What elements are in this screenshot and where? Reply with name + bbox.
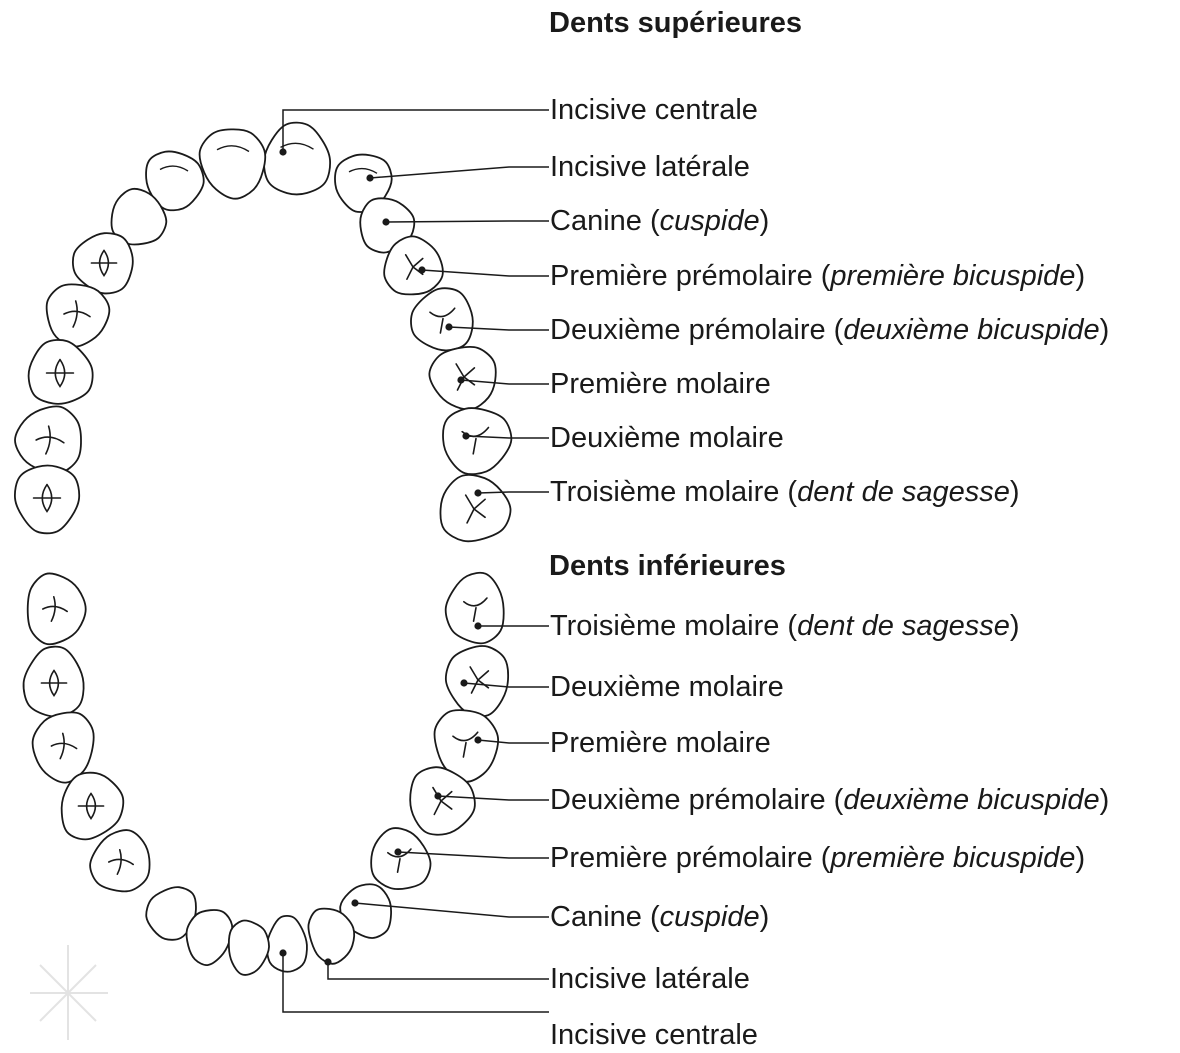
- upper-tooth-label: Incisive latérale: [550, 150, 750, 184]
- tooth: [28, 573, 86, 644]
- tooth: [443, 408, 511, 474]
- tooth-name: Deuxième molaire: [550, 422, 784, 454]
- tooth-alt-name: dent de sagesse: [797, 476, 1010, 508]
- lower-tooth-label: Deuxième molaire: [550, 670, 784, 704]
- tooth-name: Canine: [550, 901, 642, 933]
- lower-tooth-label: Incisive centrale: [550, 1018, 758, 1052]
- upper-leader-1: [366, 167, 549, 182]
- tooth-name: Incisive centrale: [550, 94, 758, 126]
- tooth-alt-name: cuspide: [660, 901, 760, 933]
- tooth: [267, 916, 307, 972]
- anchor-dot: [279, 949, 286, 956]
- sparkle-icon: [30, 945, 108, 1040]
- tooth-alt-name: deuxième bicuspide: [843, 314, 1099, 346]
- tooth: [371, 828, 430, 889]
- tooth: [200, 129, 266, 198]
- anchor-dot: [457, 376, 464, 383]
- tooth: [440, 475, 510, 541]
- lower-tooth-label: Canine (cuspide): [550, 900, 769, 934]
- upper-tooth-label: Canine (cuspide): [550, 204, 769, 238]
- tooth: [24, 647, 84, 717]
- tooth-alt-name: première bicuspide: [830, 842, 1075, 874]
- tooth: [446, 573, 504, 644]
- tooth: [15, 466, 79, 534]
- tooth: [446, 646, 508, 716]
- tooth-name: Deuxième prémolaire: [550, 314, 826, 346]
- tooth: [90, 830, 149, 891]
- anchor-dot: [474, 489, 481, 496]
- tooth-name: Première prémolaire: [550, 260, 813, 292]
- upper-tooth-label: Troisième molaire (dent de sagesse): [550, 475, 1020, 509]
- anchor-dot: [366, 174, 373, 181]
- tooth: [411, 288, 473, 350]
- anchor-dot: [434, 792, 441, 799]
- anchor-dot: [474, 622, 481, 629]
- tooth-name: Deuxième molaire: [550, 671, 784, 703]
- anchor-dot: [279, 148, 286, 155]
- upper-tooth-label: Incisive centrale: [550, 93, 758, 127]
- lower-tooth-label: Première molaire: [550, 726, 771, 760]
- tooth: [186, 910, 232, 965]
- tooth-name: Canine: [550, 205, 642, 237]
- anchor-dot: [418, 266, 425, 273]
- teeth-layer: [15, 123, 511, 975]
- tooth: [47, 284, 110, 346]
- lower-leader-6: [324, 958, 549, 979]
- lower-tooth-label: Deuxième prémolaire (deuxième bicuspide): [550, 783, 1109, 817]
- tooth-name: Deuxième prémolaire: [550, 784, 826, 816]
- tooth: [62, 773, 124, 840]
- tooth-name: Première molaire: [550, 727, 771, 759]
- lower-tooth-label: Troisième molaire (dent de sagesse): [550, 609, 1020, 643]
- tooth: [29, 340, 93, 404]
- anchor-dot: [460, 679, 467, 686]
- upper-teeth-heading: Dents supérieures: [549, 6, 802, 40]
- upper-tooth-label: Deuxième prémolaire (deuxième bicuspide): [550, 313, 1109, 347]
- anchor-dot: [394, 848, 401, 855]
- tooth-name: Troisième molaire: [550, 476, 779, 508]
- tooth-name: Incisive centrale: [550, 1019, 758, 1051]
- tooth-alt-name: dent de sagesse: [797, 610, 1010, 642]
- anchor-dot: [462, 432, 469, 439]
- anchor-dot: [382, 218, 389, 225]
- lower-tooth-label: Première prémolaire (première bicuspide): [550, 841, 1085, 875]
- tooth-name: Première prémolaire: [550, 842, 813, 874]
- tooth-alt-name: première bicuspide: [830, 260, 1075, 292]
- tooth: [15, 406, 81, 473]
- tooth-alt-name: deuxième bicuspide: [843, 784, 1099, 816]
- anchor-dot: [445, 323, 452, 330]
- tooth-name: Troisième molaire: [550, 610, 779, 642]
- tooth-name: Incisive latérale: [550, 151, 750, 183]
- tooth: [229, 921, 269, 975]
- anchor-dot: [351, 899, 358, 906]
- tooth: [264, 123, 330, 195]
- anchor-dot: [474, 736, 481, 743]
- anchor-dot: [324, 958, 331, 965]
- tooth-name: Incisive latérale: [550, 963, 750, 995]
- upper-tooth-label: Deuxième molaire: [550, 421, 784, 455]
- tooth-name: Première molaire: [550, 368, 771, 400]
- lower-tooth-label: Incisive latérale: [550, 962, 750, 996]
- upper-tooth-label: Première prémolaire (première bicuspide): [550, 259, 1085, 293]
- lower-teeth-heading: Dents inférieures: [549, 549, 786, 583]
- lower-leader-7: [279, 949, 549, 1012]
- upper-tooth-label: Première molaire: [550, 367, 771, 401]
- tooth-alt-name: cuspide: [660, 205, 760, 237]
